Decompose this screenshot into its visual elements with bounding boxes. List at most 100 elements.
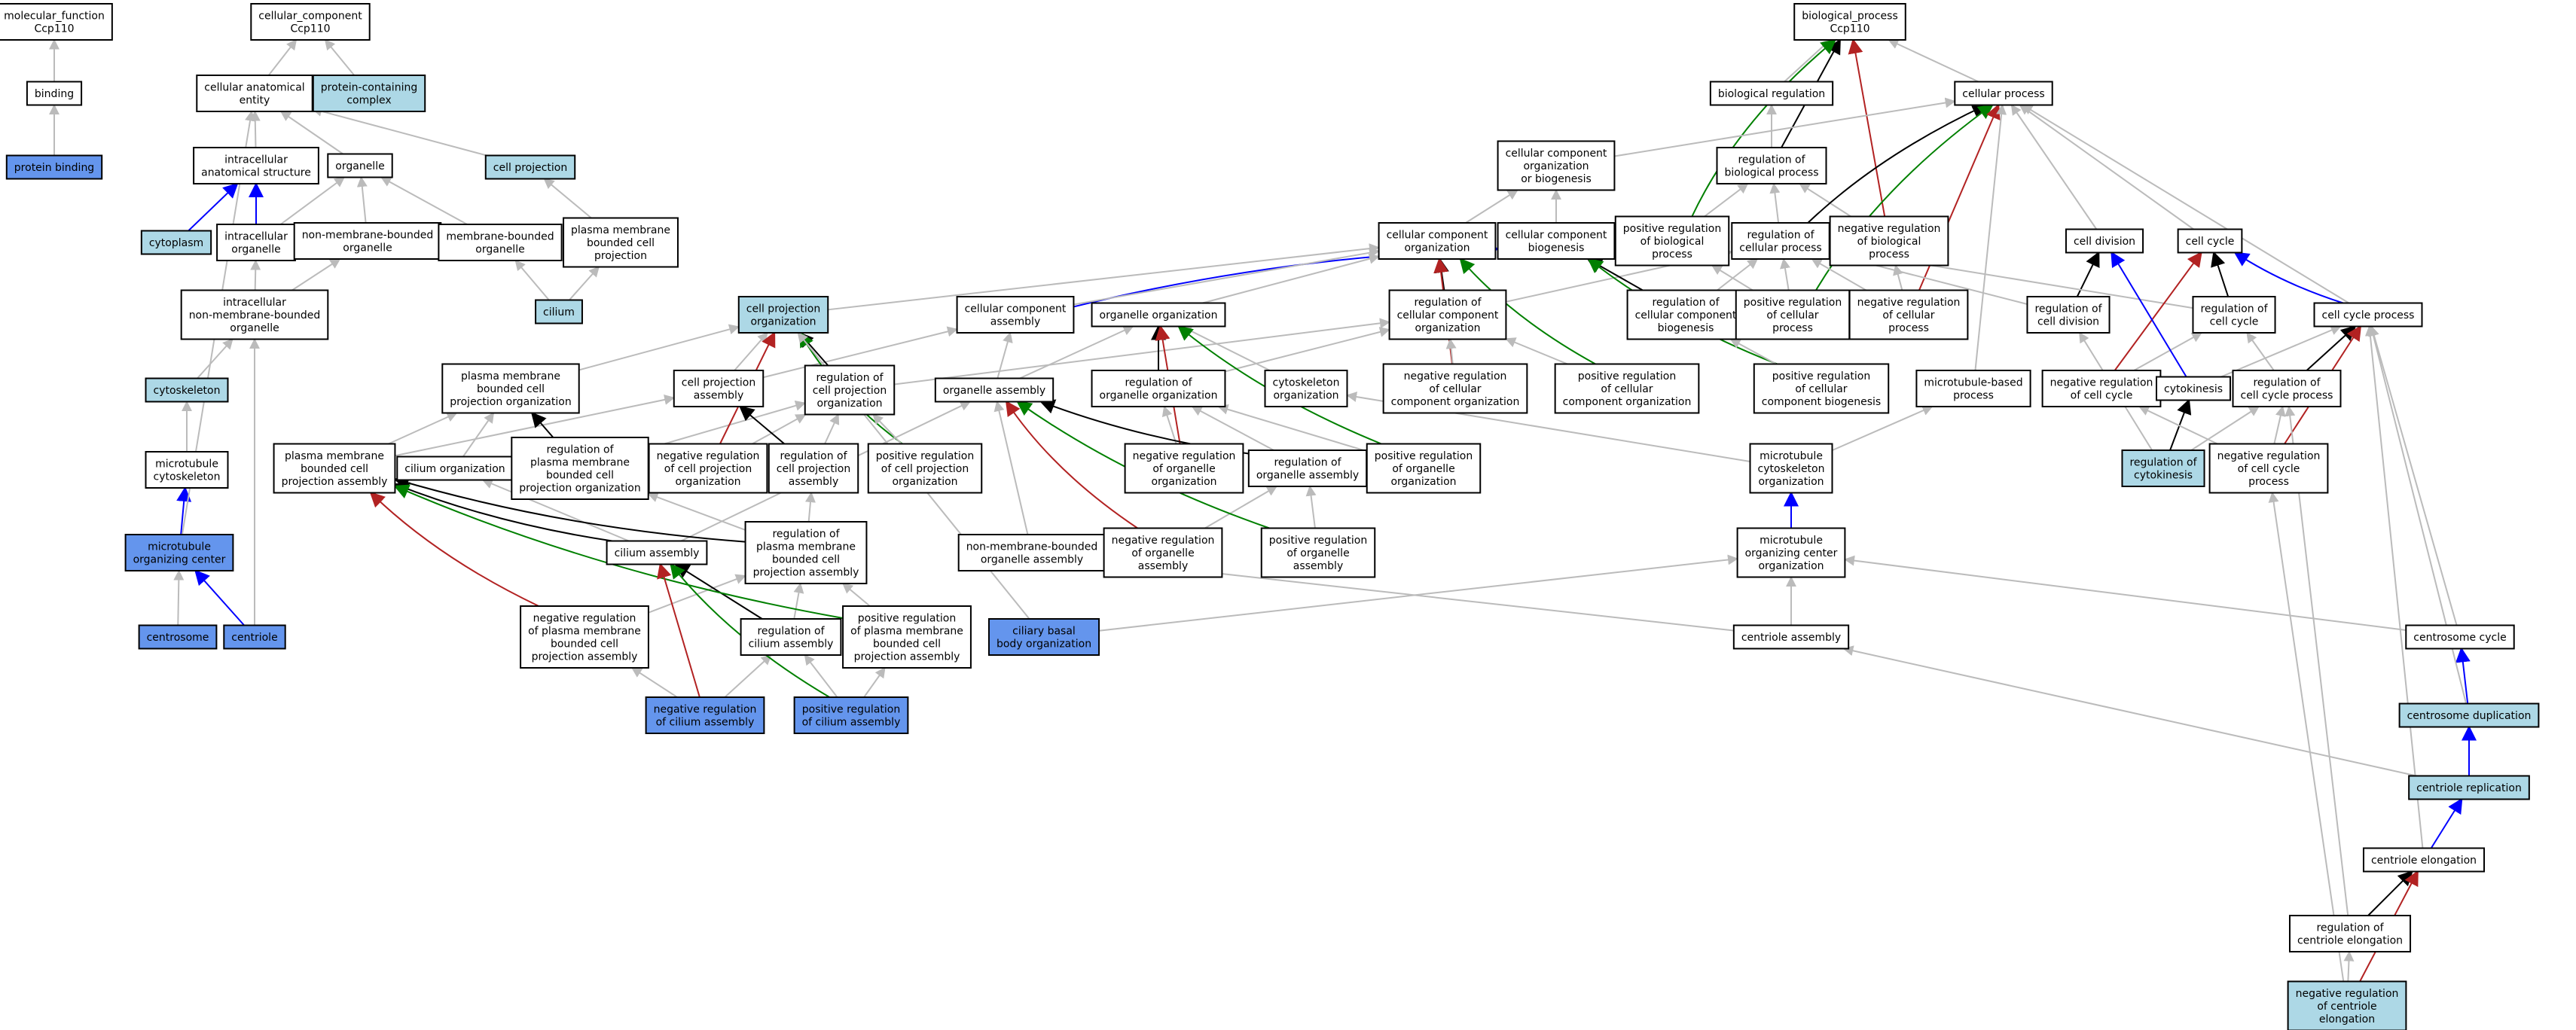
node-label-line: organization [1415,322,1480,334]
edge-posregccb-to-regccb [1729,338,1777,365]
node-celldiv[interactable]: cell division [2065,228,2144,254]
node-centrocycle[interactable]: centrosome cycle [2405,624,2515,650]
edge-negregpmbcpa-to-pmbcpa [369,492,539,607]
node-centrep[interactable]: centriole replication [2408,775,2530,800]
node-organelle[interactable]: organelle [327,153,393,178]
node-label-line: organelle organization [1100,309,1218,321]
edge-regciliumassem-to-ciliumassem [673,563,763,620]
node-label-line: molecular_function [4,10,105,22]
node-label-line: projection [594,250,647,262]
node-centelong[interactable]: centriole elongation [2362,847,2486,873]
node-cilium[interactable]: cilium [535,299,583,325]
node-protbind[interactable]: protein binding [5,154,103,180]
node-orgassem[interactable]: organelle assembly [934,377,1055,403]
node-binding[interactable]: binding [26,81,83,106]
node-cytokinesis[interactable]: cytokinesis [2156,376,2231,401]
node-centriole[interactable]: centriole [223,624,286,650]
node-ciliumorg[interactable]: cilium organization [396,456,514,481]
node-cellcycle[interactable]: cell cycle [2177,228,2243,254]
node-bioreg[interactable]: biological regulation [1709,81,1834,106]
node-label-line: organization [1390,476,1456,488]
node-ciliumassem[interactable]: cilium assembly [606,540,708,565]
node-centrodup[interactable]: centrosome duplication [2398,702,2540,728]
node-centrosome[interactable]: centrosome [138,624,218,650]
node-box [1091,302,1226,328]
node-ccproc[interactable]: cell cycle process [2313,302,2423,328]
edge-centriole-to-mtoc [194,569,245,626]
node-cellproj[interactable]: cell projection [484,154,576,180]
node-cellproc[interactable]: cellular process [1954,81,2053,106]
node-orgorg[interactable]: organelle organization [1091,302,1226,328]
node-box [1915,370,2031,407]
node-inmbo[interactable]: intracellularnon-membrane-boundedorganel… [180,289,329,340]
edge-posregciliumassem-to-regciliumassem [804,654,838,698]
node-label-line: cell projection [682,376,755,389]
node-centassem[interactable]: centriole assembly [1732,624,1850,650]
node-cytoplasm[interactable]: cytoplasm [140,230,212,255]
node-cytoskel[interactable]: cytoskeleton [145,377,229,403]
